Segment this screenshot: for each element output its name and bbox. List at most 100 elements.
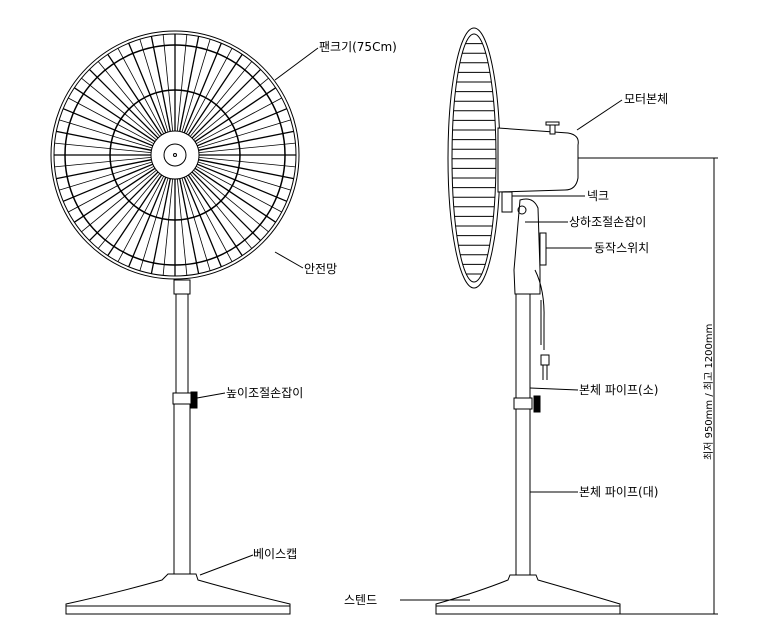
front-view: [50, 30, 300, 615]
guard-spoke: [117, 175, 165, 262]
hub-center: [163, 143, 187, 167]
label-switch: 동작스위치: [594, 241, 650, 255]
guard-spoke: [185, 175, 233, 262]
guard-spoke: [107, 54, 163, 136]
guard-spoke: [74, 87, 156, 143]
guard-spoke: [198, 142, 296, 154]
guard-spoke: [117, 48, 165, 135]
side-guard-grid: [452, 43, 496, 275]
guard-spoke: [128, 176, 167, 268]
guard-spoke: [191, 171, 262, 242]
guard-spoke: [59, 161, 153, 191]
guard-spoke: [194, 167, 276, 223]
guard-ring-3: [109, 89, 241, 221]
label-safety-guard: 안전망: [304, 262, 338, 276]
base: [65, 573, 291, 615]
label-stand: 스텐드: [344, 593, 378, 607]
tilt-knob: [517, 205, 527, 215]
height-knob: [190, 391, 198, 409]
guard-spoke: [139, 177, 169, 271]
guard-spoke: [54, 156, 152, 168]
tilt-arm: [513, 198, 541, 295]
guard-spoke: [162, 34, 174, 132]
guard-spoke: [179, 178, 200, 274]
guard-spoke: [62, 163, 154, 202]
guard-spoke: [81, 169, 157, 233]
height-clamp: [172, 392, 192, 405]
guard-spoke: [189, 61, 253, 137]
guard-spoke: [150, 178, 171, 274]
guard-spoke: [195, 97, 282, 145]
neck-joint: [173, 279, 191, 295]
guard-spoke: [68, 165, 155, 213]
side-guard-outer: [447, 27, 501, 289]
label-motor-body: 모터본체: [624, 92, 669, 106]
label-height-dimension: 최저 950mm / 최고 1200mm: [704, 323, 715, 460]
guard-spoke: [150, 36, 171, 132]
guard-spoke: [187, 174, 243, 256]
leader-lines: [196, 47, 718, 615]
label-base-cap: 베이스캡: [253, 547, 298, 561]
guard-spoke: [197, 161, 291, 191]
guard-spoke: [176, 34, 188, 132]
lower-pipe: [173, 403, 191, 575]
guard-spoke: [183, 176, 222, 268]
side-lower-pipe: [515, 408, 531, 576]
guard-spoke: [88, 68, 159, 139]
guard-spokes: [54, 34, 296, 276]
guard-spoke: [162, 178, 174, 276]
guard-spoke: [128, 42, 167, 134]
guard-spoke: [62, 108, 154, 147]
guard-spoke: [191, 68, 262, 139]
guard-spoke: [59, 119, 153, 149]
upper-pipe: [175, 293, 189, 395]
guard-spoke: [56, 159, 152, 180]
guard-spoke: [183, 42, 222, 134]
guard-spoke: [193, 77, 269, 141]
motor-housing: [497, 127, 579, 193]
guard-spoke: [196, 108, 288, 147]
neck: [501, 191, 513, 213]
guard-rim: [53, 33, 297, 277]
side-base: [435, 574, 621, 615]
label-height-knob: 높이조절손잡이: [226, 386, 304, 400]
guard-spoke: [195, 165, 282, 213]
label-tilt-knob: 상하조절손잡이: [569, 215, 647, 229]
guard-hub: [150, 130, 200, 180]
guard-spoke: [81, 77, 157, 141]
guard-outer-ring: [50, 30, 300, 280]
guard-spoke: [139, 39, 169, 133]
guard-spoke: [179, 36, 200, 132]
guard-spoke: [196, 163, 288, 202]
label-pipe-small: 본체 파이프(소): [579, 383, 659, 397]
hub-dot: [173, 153, 177, 157]
guard-spoke: [197, 119, 291, 149]
guard-spoke: [176, 178, 188, 276]
side-upper-pipe: [515, 293, 531, 401]
side-view: [435, 27, 621, 615]
guard-spoke: [54, 142, 152, 154]
plug: [540, 354, 550, 366]
guard-spoke: [187, 54, 243, 136]
guard-spoke: [181, 39, 211, 133]
guard-spoke: [88, 171, 159, 242]
guard-spoke: [68, 97, 155, 145]
label-fan-size: 팬크기(75Cm): [319, 40, 397, 54]
guard-ring-2: [64, 44, 286, 266]
label-neck: 넥크: [587, 189, 610, 203]
guard-spoke: [198, 156, 296, 168]
guard-spoke: [198, 159, 294, 180]
guard-spoke: [97, 173, 161, 249]
guard-spoke: [189, 173, 253, 249]
guard-spoke: [193, 169, 269, 233]
power-cord: [534, 269, 545, 350]
guard-spoke: [74, 167, 156, 223]
label-pipe-large: 본체 파이프(대): [579, 485, 659, 499]
switch-box: [539, 232, 547, 266]
guard-spoke: [185, 48, 233, 135]
guard-spoke: [56, 130, 152, 151]
guard-spoke: [181, 177, 211, 271]
guard-spoke: [198, 130, 294, 151]
guard-spoke: [194, 87, 276, 143]
